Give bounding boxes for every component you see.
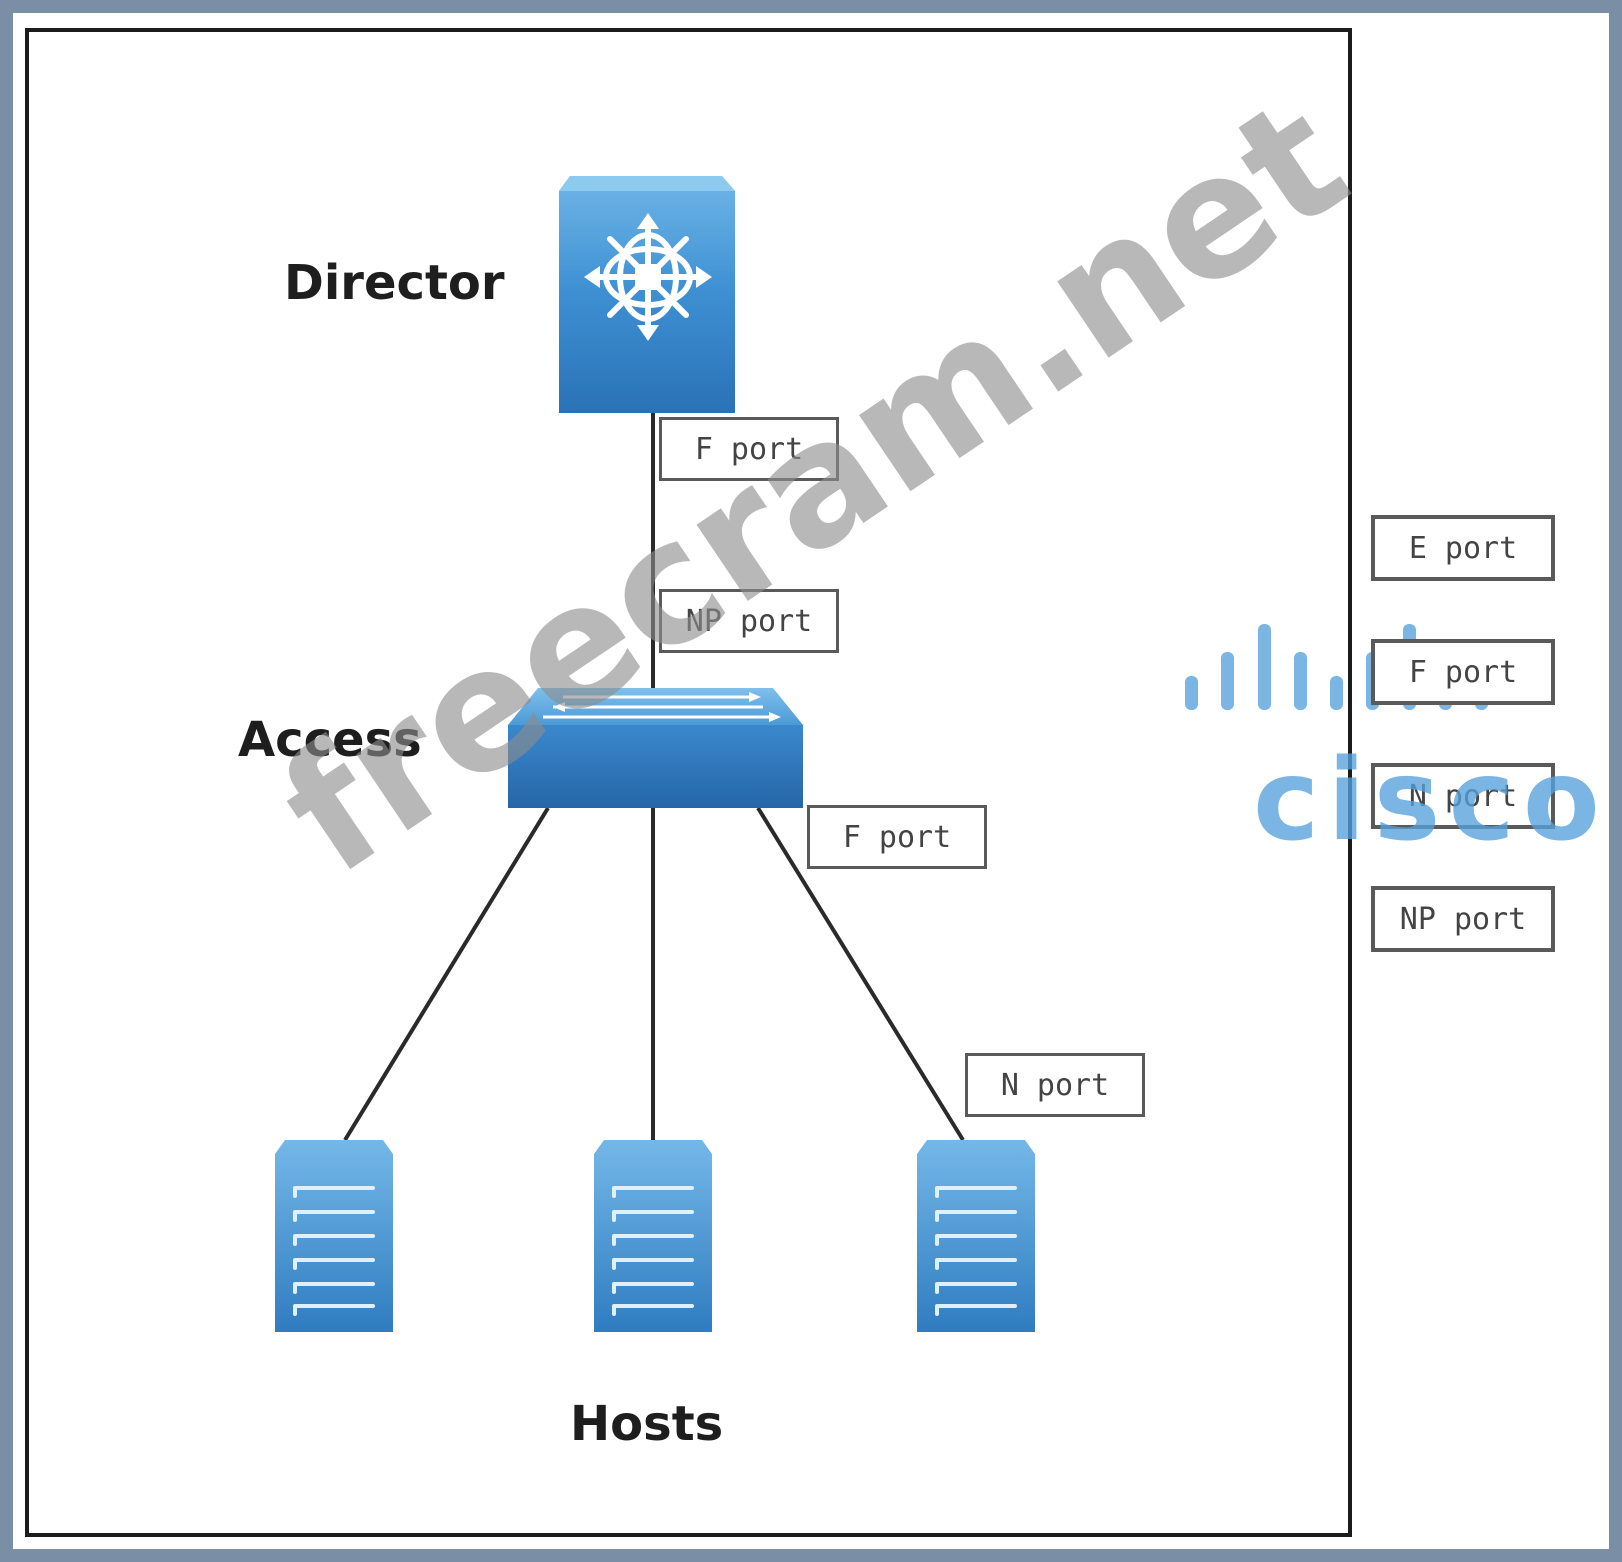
port-slot-director-link[interactable]: F port <box>659 417 839 481</box>
tier-label-director: Director <box>284 255 505 311</box>
port-option-f[interactable]: F port <box>1371 639 1555 705</box>
port-option-n[interactable]: N port <box>1371 763 1555 829</box>
access-switch-icon <box>508 688 803 808</box>
port-slot-access-uplink[interactable]: NP port <box>659 589 839 653</box>
exam-figure: Director Access Hosts F port NP port F p… <box>13 13 1609 1549</box>
topology-frame <box>25 28 1352 1537</box>
port-slot-access-downlink[interactable]: F port <box>807 805 987 869</box>
host-server-icon-1 <box>275 1140 393 1332</box>
port-option-e[interactable]: E port <box>1371 515 1555 581</box>
port-option-np[interactable]: NP port <box>1371 886 1555 952</box>
tier-label-hosts: Hosts <box>570 1396 724 1452</box>
host-server-icon-2 <box>594 1140 712 1332</box>
topology-diagram <box>275 176 1488 1332</box>
port-slot-host-link[interactable]: N port <box>965 1053 1145 1117</box>
host-server-icon-3 <box>917 1140 1035 1332</box>
tier-label-access: Access <box>238 712 422 768</box>
link-access-host-1 <box>343 806 550 1142</box>
link-access-host-3 <box>756 806 965 1142</box>
director-switch-icon <box>559 176 735 413</box>
